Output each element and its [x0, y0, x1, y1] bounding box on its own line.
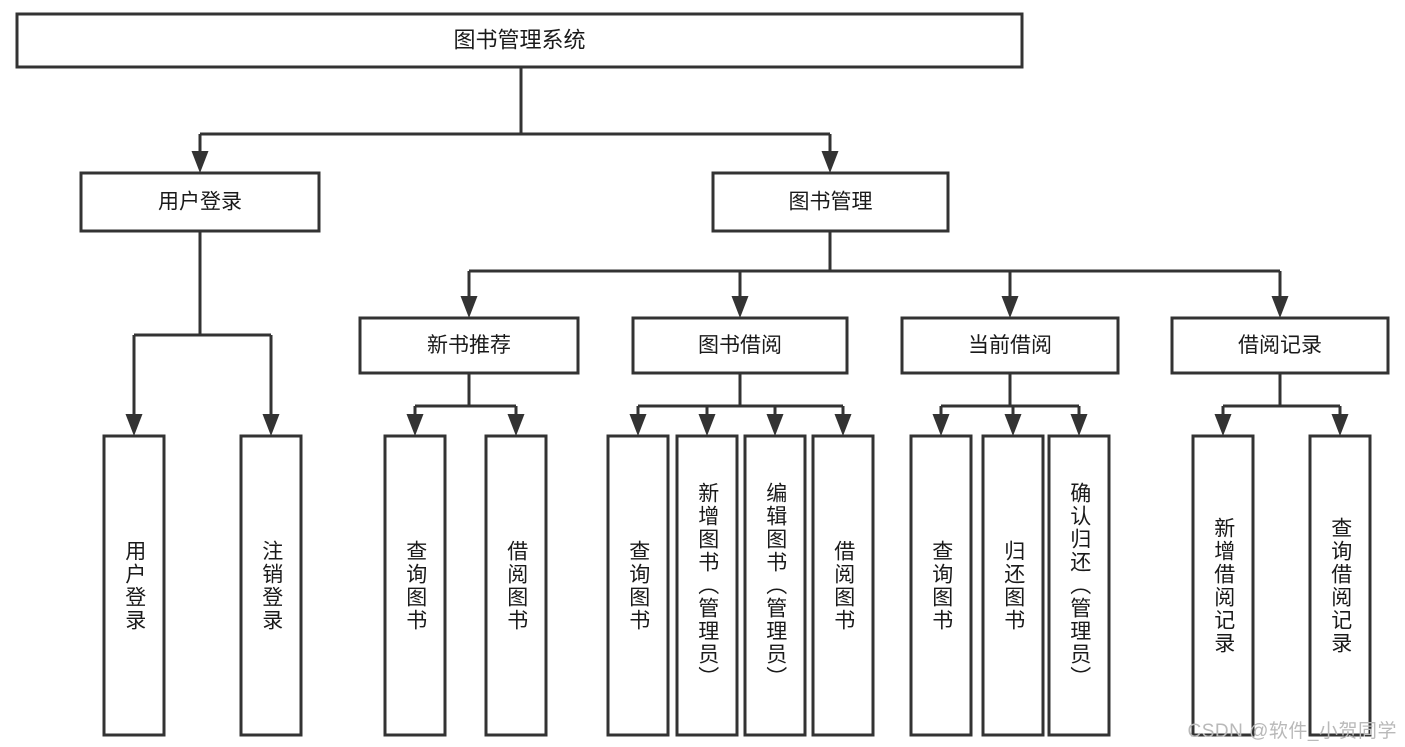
node-label-root: 图书管理系统: [453, 27, 585, 52]
arrow-head-icon: [1271, 296, 1289, 318]
arrow-head-icon: [507, 414, 525, 436]
arrow-head-icon: [698, 414, 716, 436]
node-label-book-management: 图书管理: [789, 191, 873, 214]
node-box-borrow-record[interactable]: [1170, 316, 1390, 375]
node-box-root[interactable]: [15, 12, 1024, 69]
leaf-box-leaf-query-book-2[interactable]: [606, 434, 670, 737]
arrow-head-icon: [1001, 296, 1019, 318]
node-label-book-borrow: 图书借阅: [698, 334, 782, 357]
node-box-new-book-recommend[interactable]: [358, 316, 580, 375]
csdn-watermark: CSDN @软件_小贺同学: [1187, 721, 1397, 742]
leaf-box-leaf-return-book[interactable]: [981, 434, 1045, 737]
arrow-head-icon: [766, 414, 784, 436]
connector-userlogin-to-leaves: [125, 231, 280, 436]
leaf-box-leaf-borrow-book-1[interactable]: [484, 434, 548, 737]
node-label-new-book-recommend: 新书推荐: [427, 334, 511, 357]
arrow-head-icon: [731, 296, 749, 318]
leaf-box-leaf-add-record[interactable]: [1191, 434, 1255, 737]
node-label-current-borrow: 当前借阅: [968, 334, 1052, 357]
arrow-head-icon: [1214, 414, 1232, 436]
arrow-head-icon: [629, 414, 647, 436]
connector-root-to-level1: [191, 67, 839, 173]
connector-bookborrow-to-leaves: [629, 373, 852, 436]
arrow-head-icon: [460, 296, 478, 318]
leaf-box-leaf-query-book-1[interactable]: [383, 434, 447, 737]
arrow-head-icon: [834, 414, 852, 436]
connector-currentborrow-to-leaves: [932, 373, 1088, 436]
leaf-box-leaf-borrow-book-2[interactable]: [811, 434, 875, 737]
leaf-box-leaf-query-record[interactable]: [1308, 434, 1372, 737]
connector-bookmgmt-to-level2: [460, 231, 1289, 318]
leaf-box-leaf-edit-book[interactable]: [743, 434, 807, 737]
node-box-book-management[interactable]: [711, 171, 950, 233]
arrow-head-icon: [125, 414, 143, 436]
arrow-head-icon: [1331, 414, 1349, 436]
connector-borrowrecord-to-leaves: [1214, 373, 1349, 436]
leaf-box-leaf-query-book-3[interactable]: [909, 434, 973, 737]
node-box-layer: [15, 12, 1390, 737]
leaf-box-leaf-logout[interactable]: [239, 434, 303, 737]
connector-layer: [125, 67, 1349, 436]
node-label-user-login: 用户登录: [158, 191, 242, 214]
arrow-head-icon: [1004, 414, 1022, 436]
arrow-head-icon: [406, 414, 424, 436]
node-label-borrow-record: 借阅记录: [1238, 334, 1322, 357]
arrow-head-icon: [932, 414, 950, 436]
leaf-box-leaf-user-login[interactable]: [102, 434, 166, 737]
arrow-head-icon: [191, 151, 209, 173]
node-box-book-borrow[interactable]: [631, 316, 849, 375]
node-box-user-login[interactable]: [79, 171, 321, 233]
arrow-head-icon: [821, 151, 839, 173]
node-box-current-borrow[interactable]: [900, 316, 1120, 375]
connector-newbook-to-leaves: [406, 373, 525, 436]
arrow-head-icon: [1070, 414, 1088, 436]
leaf-box-leaf-confirm-return[interactable]: [1047, 434, 1111, 737]
leaf-box-leaf-add-book[interactable]: [675, 434, 739, 737]
arrow-head-icon: [262, 414, 280, 436]
